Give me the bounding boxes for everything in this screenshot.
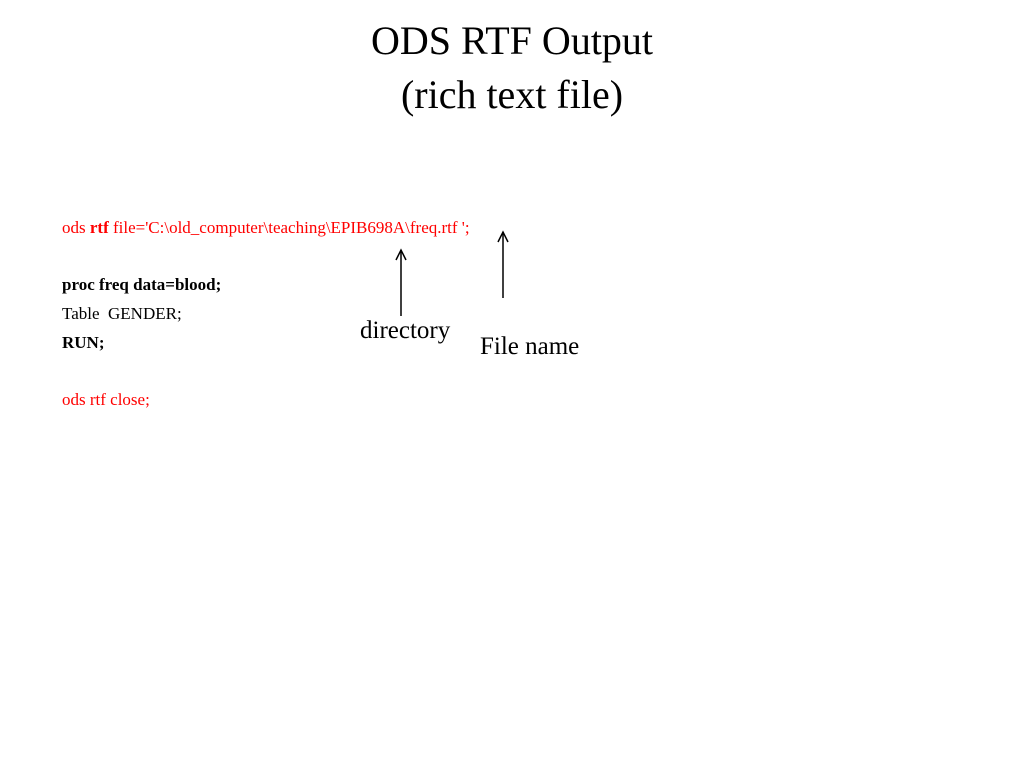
rtf-keyword: rtf [89, 218, 109, 237]
code-line-proc: proc freq data=blood; [62, 275, 222, 295]
ods-keyword: ods [62, 218, 90, 237]
code-blank-line [62, 243, 470, 272]
code-blank-line [62, 358, 470, 387]
filename-arrow-icon [497, 230, 509, 298]
directory-label: directory [360, 317, 451, 344]
title-line-2: (rich text file) [400, 72, 624, 117]
title-line-1: ODS RTF Output [370, 18, 654, 63]
code-block: ods rtf file='C:\old_computer\teaching\E… [62, 214, 470, 415]
code-line-table: Table GENDER; [62, 304, 182, 324]
file-path: file='C:\old_computer\teaching\EPIB698A\… [108, 218, 470, 237]
code-line-ods-close: ods rtf close; [62, 390, 150, 410]
code-line-run: RUN; [62, 332, 105, 352]
code-line-ods-open: ods rtf file='C:\old_computer\teaching\E… [62, 214, 470, 243]
filename-label: File name [480, 333, 580, 360]
slide-title: ODS RTF Output (rich text file) [0, 14, 1024, 122]
